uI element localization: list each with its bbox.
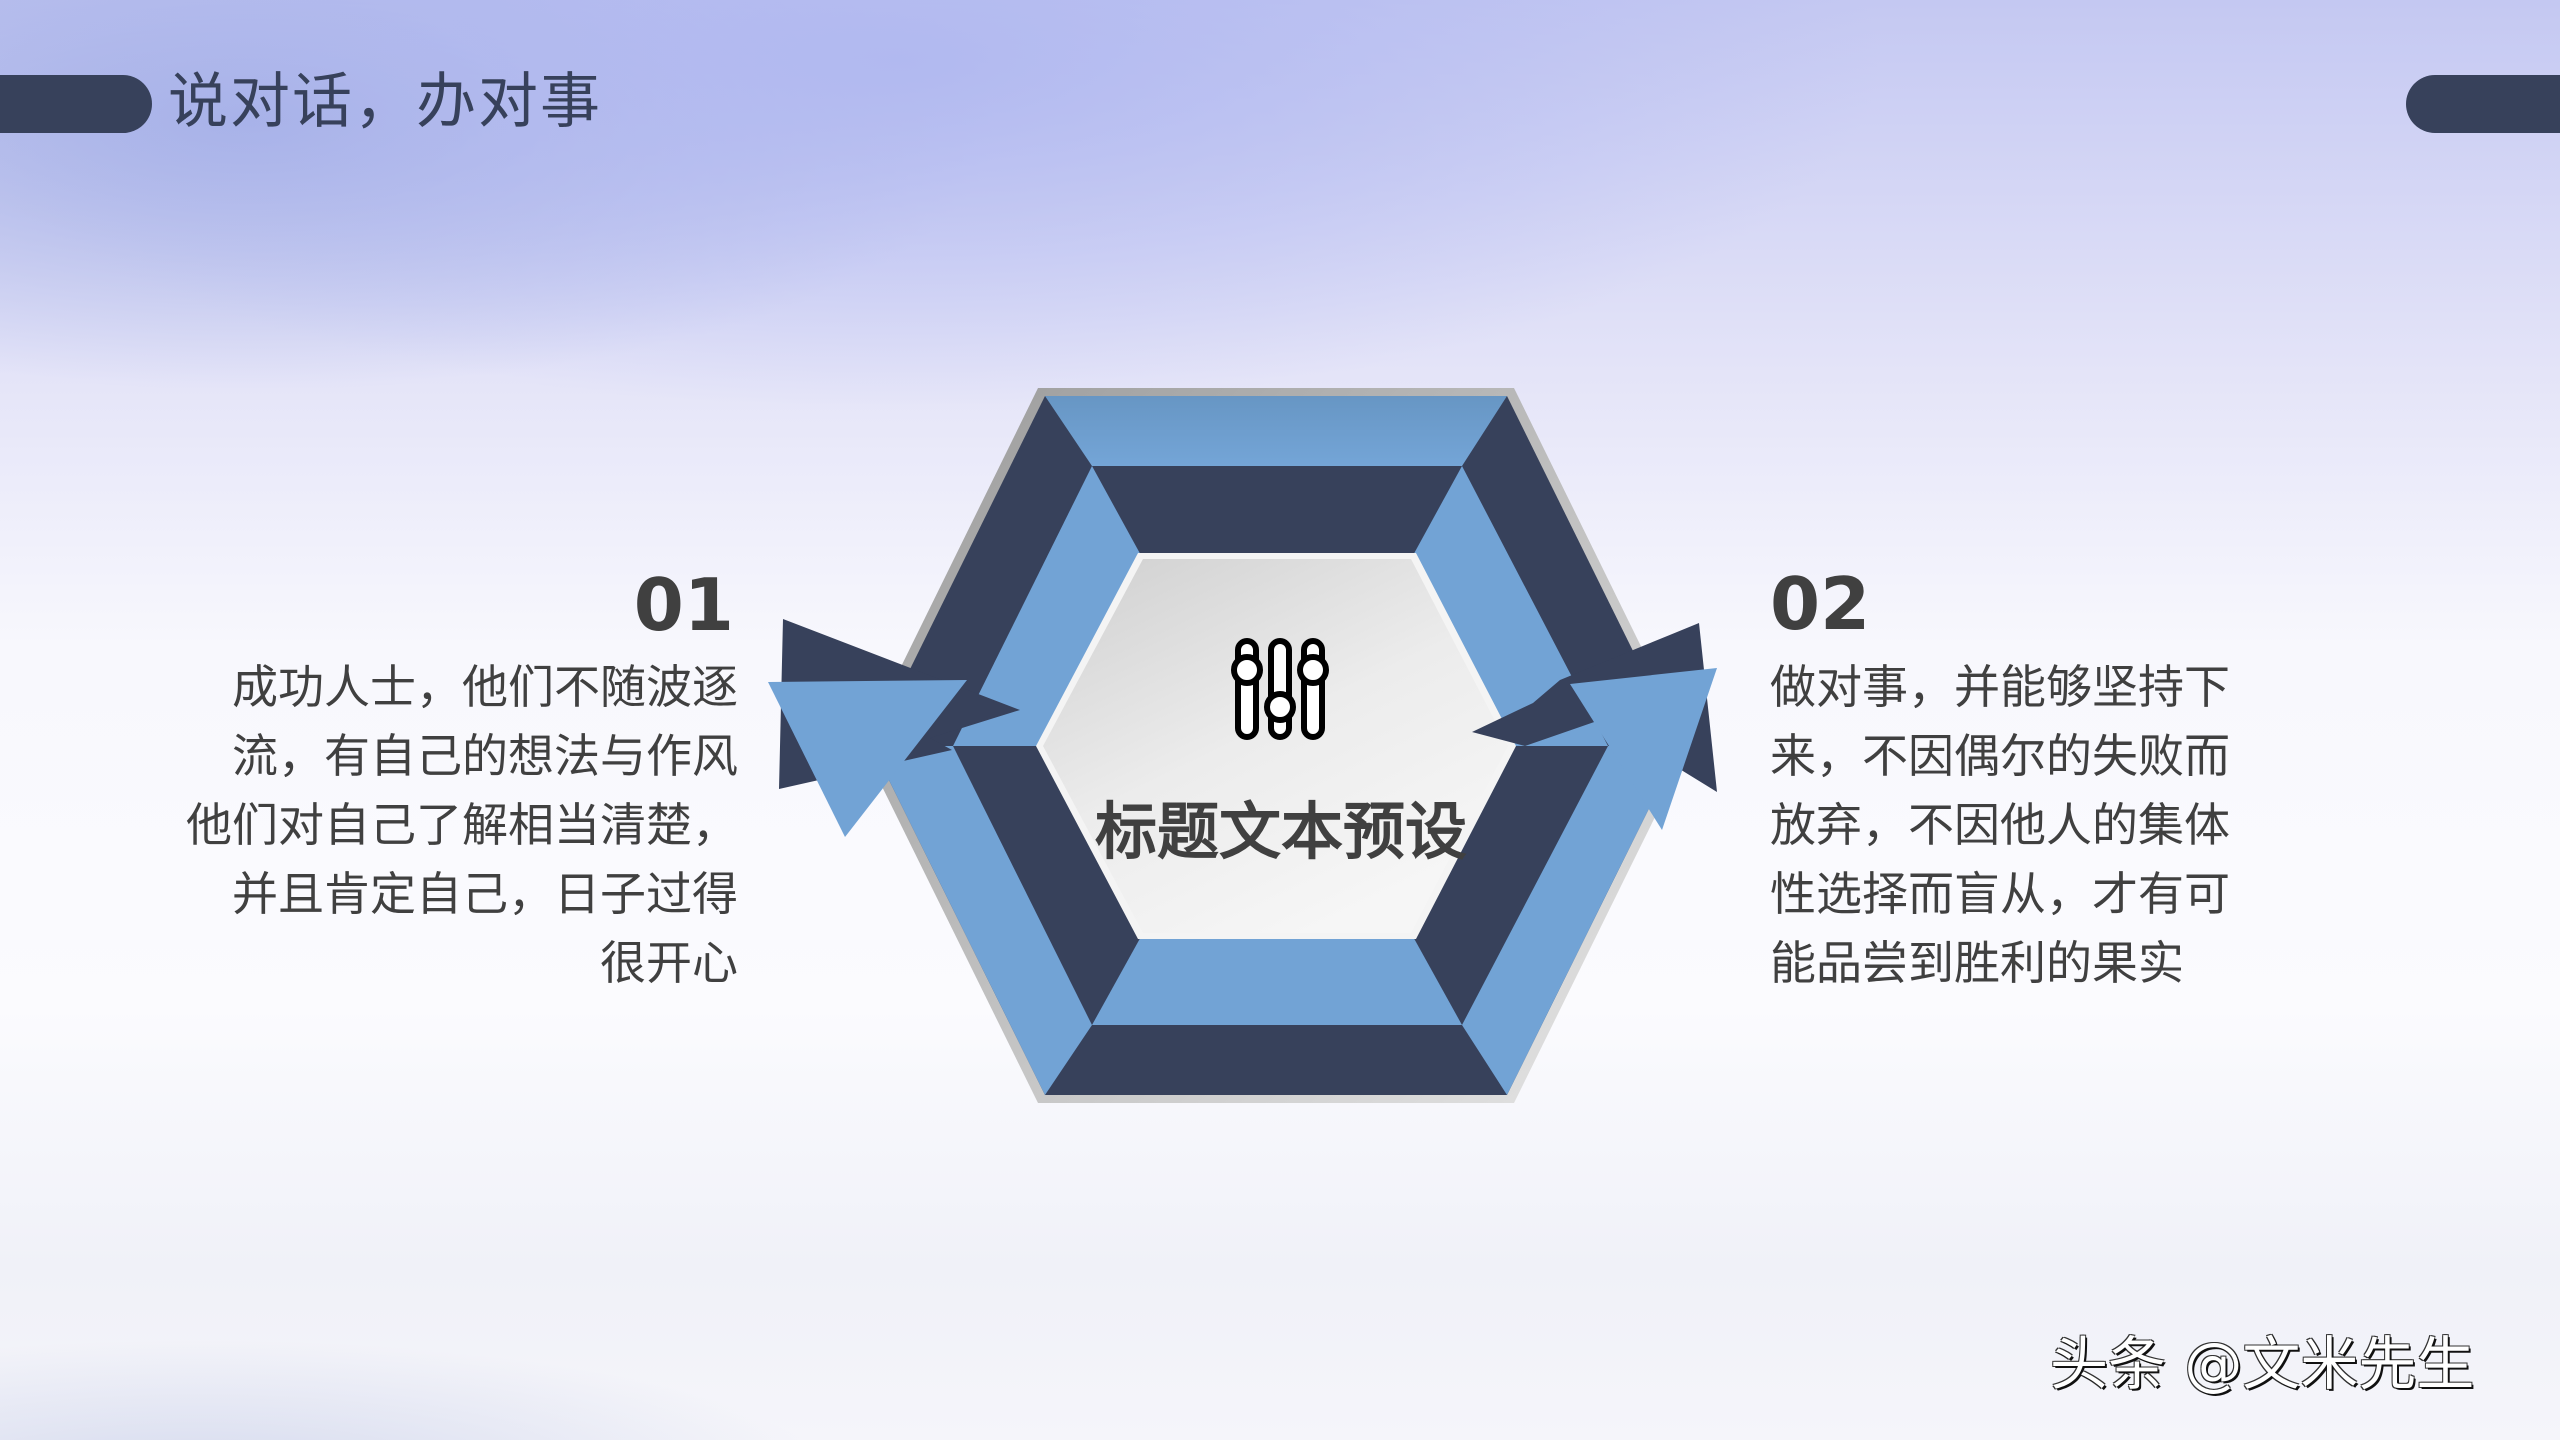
- watermark: 头条 @文米先生: [2050, 1330, 2475, 1398]
- right-description-line: 能品尝到胜利的果实: [1770, 936, 2184, 990]
- step-number-02: 02: [1770, 562, 1871, 646]
- left-arrow-light-icon: [768, 680, 967, 837]
- segment-bottom-inner: [1092, 933, 1462, 1025]
- right-description-line: 性选择而盲从，才有可: [1770, 867, 2230, 921]
- center-title: 标题文本预设: [1094, 795, 1467, 868]
- slide-title: 说对话，办对事: [168, 67, 602, 137]
- header-accent-bar-right: [2406, 75, 2560, 133]
- left-description-line: 他们对自己了解相当清楚，: [186, 798, 738, 852]
- right-description-line: 放弃，不因他人的集体: [1770, 798, 2230, 852]
- step-number-01: 01: [633, 563, 734, 647]
- segment-lower-left-outer: [872, 746, 1092, 1095]
- segment-lower-right-outer: [1462, 746, 1680, 1095]
- left-description-line: 成功人士，他们不随波逐: [232, 660, 738, 714]
- left-description-line: 流，有自己的想法与作风: [232, 729, 738, 783]
- left-description: 成功人士，他们不随波逐 流，有自己的想法与作风 他们对自己了解相当清楚， 并且肯…: [138, 653, 738, 998]
- hexagon-center: [1043, 559, 1508, 933]
- segment-upper-left-inner: [953, 466, 1143, 746]
- header-accent-bar-left: [0, 75, 152, 133]
- segment-upper-right-inner: [1411, 466, 1608, 746]
- left-description-line: 很开心: [600, 936, 738, 990]
- sliders-icon: [1231, 638, 1329, 740]
- segment-top-outer: [1045, 396, 1507, 466]
- right-description-line: 做对事，并能够坚持下: [1770, 660, 2230, 714]
- right-description-line: 来，不因偶尔的失败而: [1770, 729, 2230, 783]
- right-arrow-light-icon: [1570, 668, 1717, 830]
- right-description: 做对事，并能够坚持下 来，不因偶尔的失败而 放弃，不因他人的集体 性选择而盲从，…: [1770, 653, 2260, 998]
- left-description-line: 并且肯定自己，日子过得: [232, 867, 738, 921]
